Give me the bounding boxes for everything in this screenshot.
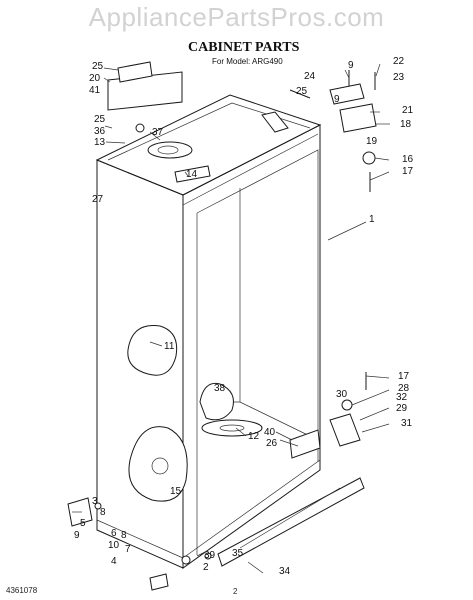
callout-16: 16	[402, 154, 414, 165]
callout-6: 6	[111, 528, 117, 539]
callout-25: 25	[92, 61, 104, 72]
callout-41: 41	[89, 85, 101, 96]
diagram-subtitle: For Model: ARG490	[212, 57, 283, 66]
callout-38: 38	[214, 383, 226, 394]
callout-35: 35	[232, 548, 244, 559]
callout-29: 29	[396, 403, 408, 414]
callout-24: 24	[304, 71, 316, 82]
diagram-title: CABINET PARTS	[188, 40, 300, 55]
side-cutout	[127, 325, 178, 376]
callout-23: 23	[393, 72, 405, 83]
callout-20: 20	[89, 73, 101, 84]
callout-9: 9	[74, 530, 80, 541]
callout-34: 34	[279, 566, 291, 577]
callout-1: 1	[369, 214, 375, 225]
lower-cutout	[128, 426, 188, 502]
callout-14: 14	[186, 169, 198, 180]
callout-13: 13	[94, 137, 106, 148]
callout-36: 36	[94, 126, 106, 137]
callout-40: 40	[264, 427, 276, 438]
callout-10: 10	[108, 540, 120, 551]
callout-19: 19	[366, 136, 378, 147]
callout-5: 5	[80, 518, 86, 529]
callout-11: 11	[164, 341, 175, 352]
callout-22: 22	[393, 56, 405, 67]
leader-lines	[72, 63, 390, 574]
callout-3: 3	[92, 496, 98, 507]
top-panel-parts	[107, 61, 311, 183]
callout-4: 4	[111, 556, 117, 567]
callout-9: 9	[334, 94, 340, 105]
callout-8: 8	[121, 530, 127, 541]
callout-8: 8	[100, 507, 106, 518]
callout-21: 21	[402, 105, 414, 116]
callout-15: 15	[170, 486, 182, 497]
lower-hinge	[289, 372, 367, 459]
callout-28: 28	[398, 383, 410, 394]
callout-26: 26	[266, 438, 278, 449]
callout-30: 30	[336, 389, 348, 400]
callout-31: 31	[401, 418, 413, 429]
callout-17: 17	[398, 371, 410, 382]
callout-25: 25	[296, 86, 308, 97]
callout-37: 37	[152, 127, 164, 138]
callout-32: 32	[396, 392, 408, 403]
kick-plate	[217, 477, 365, 567]
callout-9: 9	[348, 60, 354, 71]
watermark: AppliancePartsPros.com	[88, 2, 385, 32]
floor-drain	[199, 382, 263, 437]
callout-12: 12	[248, 431, 260, 442]
cabinet-body	[95, 94, 322, 569]
upper-hinge	[329, 70, 377, 192]
page-number: 2	[233, 587, 238, 596]
document-number: 4361078	[6, 586, 38, 595]
callout-27: 27	[92, 194, 104, 205]
bottom-left-parts	[67, 497, 212, 591]
callout-7: 7	[125, 544, 131, 555]
callout-25: 25	[94, 114, 106, 125]
callout-17: 17	[402, 166, 414, 177]
callout-39: 39	[204, 550, 216, 561]
callout-18: 18	[400, 119, 412, 130]
callout-2: 2	[203, 562, 209, 573]
